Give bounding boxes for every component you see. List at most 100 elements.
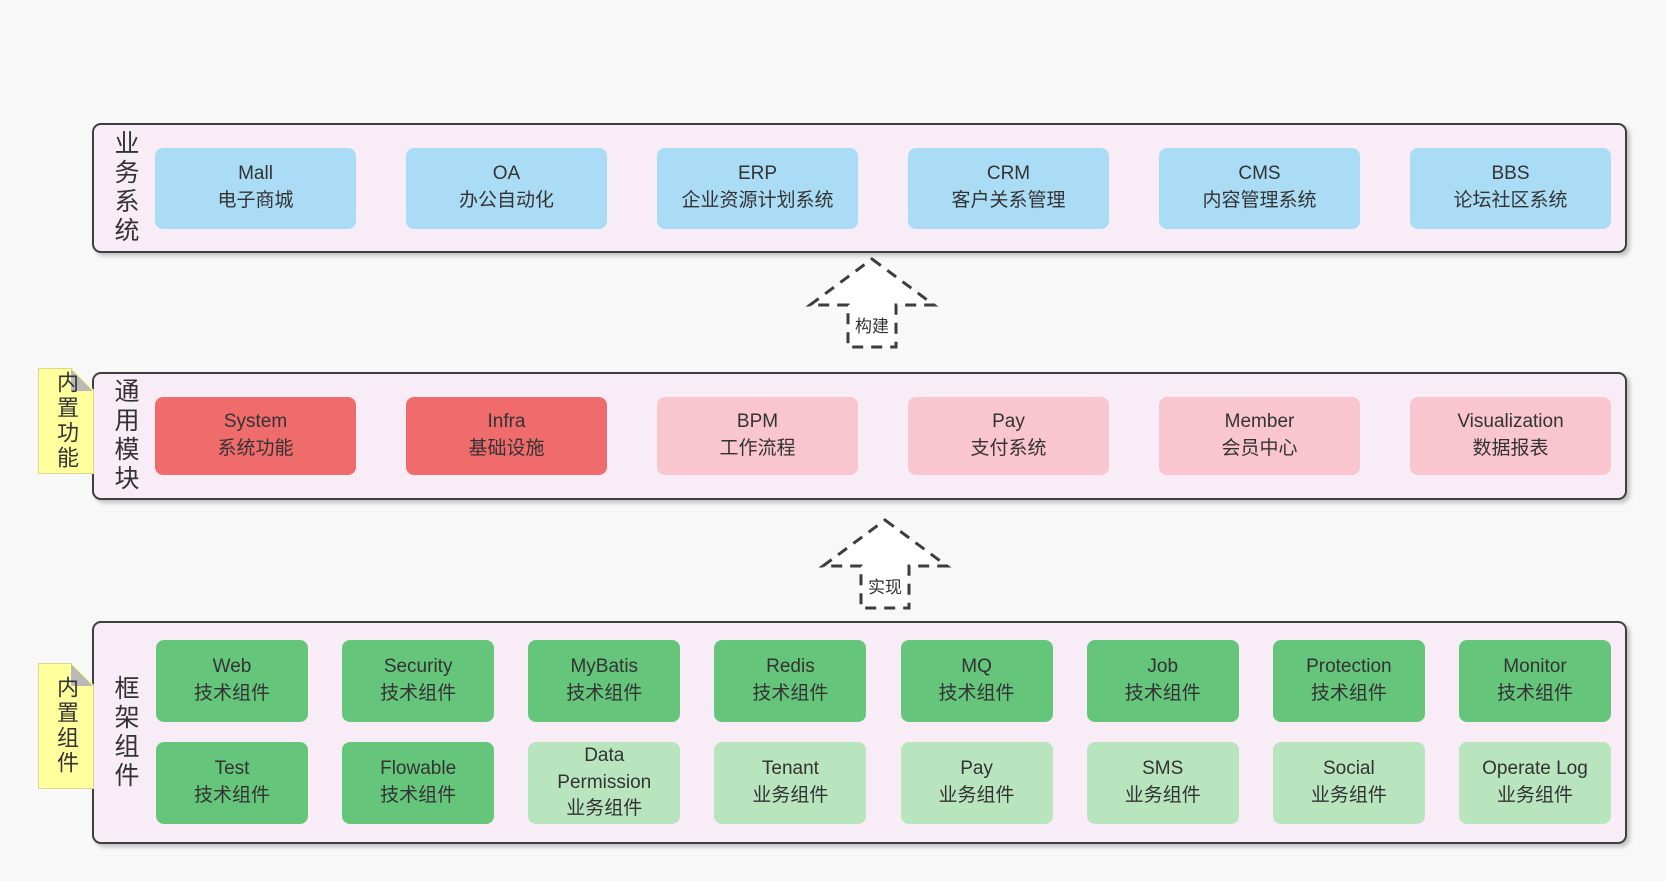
- system-box-cms: CMS 内容管理系统: [1159, 147, 1360, 229]
- box-title: BBS: [1491, 163, 1530, 185]
- box-title: Operate Log: [1482, 758, 1588, 780]
- component-box-pay: Pay 业务组件: [900, 742, 1053, 824]
- box-subtitle: 内容管理系统: [1202, 190, 1317, 211]
- component-box-tenant: Tenant 业务组件: [714, 742, 867, 824]
- box-title: OA: [492, 163, 521, 185]
- builtin-components-note-text: 内置组件: [54, 676, 79, 776]
- module-box-visualization: Visualization 数据报表: [1410, 397, 1611, 475]
- component-box-redis: Redis 技术组件: [714, 640, 867, 722]
- box-title: CMS: [1238, 163, 1281, 185]
- box-title: Data Permission: [557, 744, 652, 793]
- business-systems-panel: 业务系统 Mall 电子商城 OA 办公自动化 ERP 企业资源计划系统 CRM…: [92, 123, 1627, 253]
- component-box-monitor: Monitor 技术组件: [1458, 640, 1611, 722]
- box-subtitle: 电子商城: [217, 190, 294, 211]
- box-subtitle: 技术组件: [193, 683, 270, 704]
- box-title: System: [223, 411, 288, 433]
- box-title: Test: [214, 758, 250, 780]
- system-box-crm: CRM 客户关系管理: [908, 147, 1109, 229]
- box-title: Monitor: [1503, 656, 1567, 678]
- box-subtitle: 技术组件: [1496, 683, 1573, 704]
- box-subtitle: 数据报表: [1472, 438, 1549, 459]
- implement-arrow-label: 实现: [868, 578, 902, 597]
- framework-components-panel: 框架组件 Web 技术组件 Security 技术组件 MyBatis 技术组件…: [92, 621, 1627, 844]
- module-box-bpm: BPM 工作流程: [657, 397, 858, 475]
- box-subtitle: 技术组件: [1124, 683, 1201, 704]
- box-title: Pay: [992, 411, 1025, 433]
- box-subtitle: 办公自动化: [458, 190, 554, 211]
- component-box-job: Job 技术组件: [1086, 640, 1239, 722]
- framework-components-label: 框架组件: [111, 674, 139, 791]
- component-box-mq: MQ 技术组件: [900, 640, 1053, 722]
- module-box-infra: Infra 基础设施: [406, 397, 607, 475]
- box-subtitle: 企业资源计划系统: [681, 190, 834, 211]
- build-arrow: 构建: [805, 257, 939, 349]
- common-modules-panel: 通用模块 System 系统功能 Infra 基础设施 BPM 工作流程 Pay…: [92, 372, 1627, 500]
- module-box-system: System 系统功能: [155, 397, 356, 475]
- business-systems-boxes: Mall 电子商城 OA 办公自动化 ERP 企业资源计划系统 CRM 客户关系…: [155, 125, 1611, 251]
- framework-components-rows: Web 技术组件 Security 技术组件 MyBatis 技术组件 Redi…: [156, 640, 1611, 824]
- box-title: ERP: [737, 163, 778, 185]
- system-box-oa: OA 办公自动化: [406, 147, 607, 229]
- box-title: Social: [1322, 758, 1375, 780]
- box-title: Redis: [766, 656, 815, 678]
- box-subtitle: 技术组件: [752, 683, 829, 704]
- framework-components-row-2: Test 技术组件 Flowable 技术组件 Data Permission …: [156, 742, 1611, 824]
- component-box-protection: Protection 技术组件: [1272, 640, 1425, 722]
- builtin-components-note: 内置组件: [38, 663, 94, 789]
- common-modules-label: 通用模块: [111, 378, 139, 494]
- common-modules-boxes: System 系统功能 Infra 基础设施 BPM 工作流程 Pay 支付系统…: [155, 374, 1611, 498]
- box-subtitle: 技术组件: [380, 785, 457, 806]
- box-subtitle: 技术组件: [380, 683, 457, 704]
- box-title: Job: [1147, 656, 1179, 678]
- framework-components-row-1: Web 技术组件 Security 技术组件 MyBatis 技术组件 Redi…: [156, 640, 1611, 722]
- box-subtitle: 业务组件: [1124, 785, 1201, 806]
- box-title: SMS: [1142, 758, 1184, 780]
- builtin-features-note-text: 内置功能: [54, 371, 79, 471]
- box-title: Visualization: [1457, 411, 1564, 433]
- implement-arrow: 实现: [818, 518, 952, 610]
- component-box-security: Security 技术组件: [342, 640, 495, 722]
- module-box-member: Member 会员中心: [1159, 397, 1360, 475]
- box-subtitle: 业务组件: [752, 785, 829, 806]
- box-subtitle: 技术组件: [938, 683, 1015, 704]
- box-title: CRM: [986, 163, 1031, 185]
- box-title: MyBatis: [570, 656, 639, 678]
- box-title: Pay: [960, 758, 993, 780]
- box-title: MQ: [961, 656, 992, 678]
- box-title: Flowable: [380, 758, 457, 780]
- box-subtitle: 论坛社区系统: [1453, 190, 1568, 211]
- component-box-mybatis: MyBatis 技术组件: [528, 640, 681, 722]
- system-box-erp: ERP 企业资源计划系统: [657, 147, 858, 229]
- box-subtitle: 业务组件: [938, 785, 1015, 806]
- box-title: BPM: [736, 411, 779, 433]
- box-subtitle: 业务组件: [1496, 785, 1573, 806]
- module-box-pay: Pay 支付系统: [908, 397, 1109, 475]
- business-systems-label: 业务系统: [111, 130, 139, 246]
- system-box-bbs: BBS 论坛社区系统: [1410, 147, 1611, 229]
- box-subtitle: 技术组件: [193, 785, 270, 806]
- component-box-sms: SMS 业务组件: [1086, 742, 1239, 824]
- component-box-social: Social 业务组件: [1272, 742, 1425, 824]
- build-arrow-label: 构建: [855, 317, 889, 336]
- system-box-mall: Mall 电子商城: [155, 147, 356, 229]
- box-subtitle: 会员中心: [1221, 438, 1298, 459]
- box-title: Member: [1224, 411, 1295, 433]
- box-subtitle: 技术组件: [566, 683, 643, 704]
- box-subtitle: 业务组件: [566, 798, 643, 820]
- box-title: Web: [212, 656, 252, 678]
- component-box-flowable: Flowable 技术组件: [342, 742, 495, 824]
- box-subtitle: 工作流程: [719, 438, 796, 459]
- builtin-features-note: 内置功能: [38, 368, 94, 474]
- box-title: Mall: [238, 163, 273, 185]
- component-box-operate-log: Operate Log 业务组件: [1458, 742, 1611, 824]
- box-title: Tenant: [761, 758, 819, 780]
- box-subtitle: 系统功能: [217, 438, 294, 459]
- component-box-test: Test 技术组件: [156, 742, 308, 824]
- box-subtitle: 支付系统: [970, 438, 1047, 459]
- box-title: Infra: [487, 411, 526, 433]
- box-subtitle: 客户关系管理: [951, 190, 1066, 211]
- box-title: Security: [383, 656, 453, 678]
- box-subtitle: 业务组件: [1310, 785, 1387, 806]
- component-box-data-permission: Data Permission 业务组件: [528, 742, 681, 824]
